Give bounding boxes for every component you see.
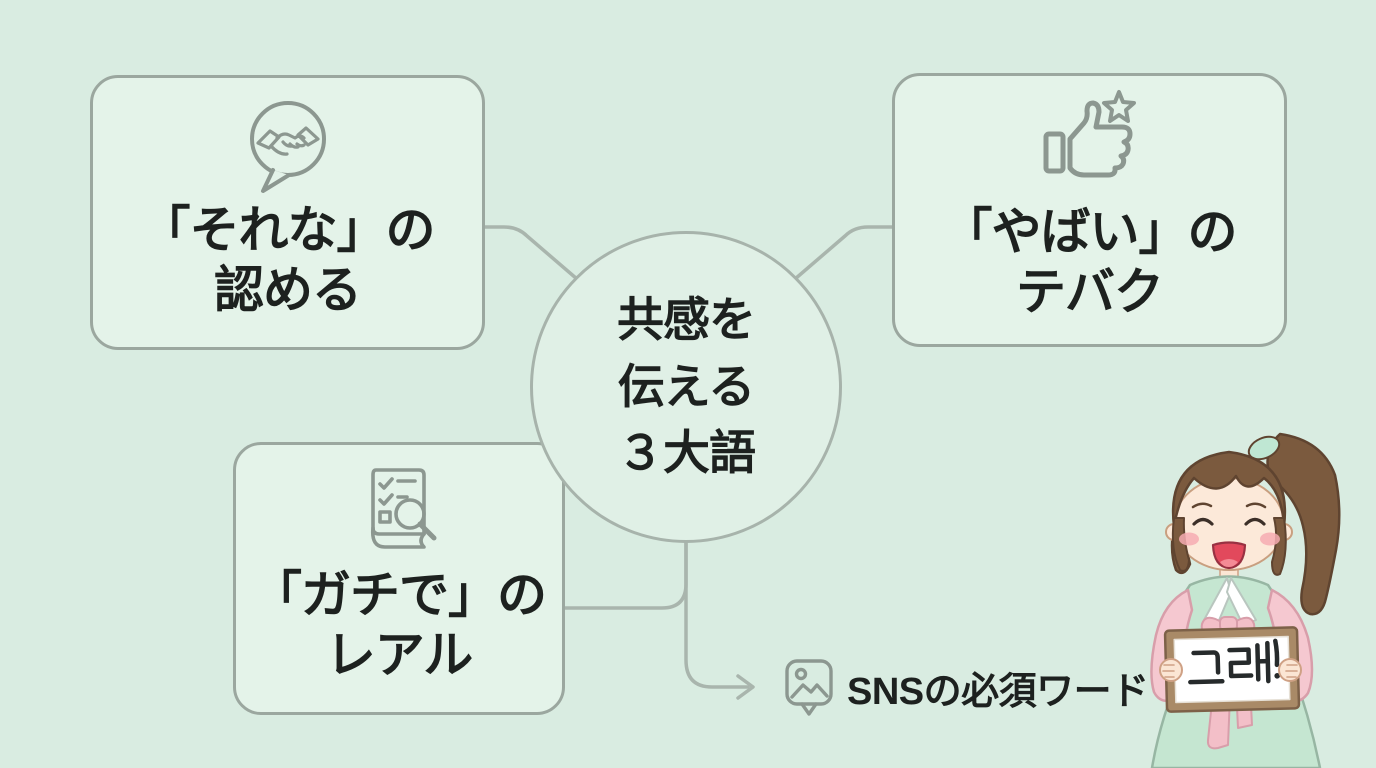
eyebrow-right	[1245, 502, 1267, 509]
connector-center-to-callout	[684, 541, 750, 689]
center-topic-label: 共感を 伝える ３大語	[617, 287, 756, 487]
node-gachide-line2: レアル	[325, 627, 474, 683]
hair-scrunchie	[1247, 435, 1281, 461]
node-yabai: 「やばい」の テバク	[892, 73, 1287, 347]
photo-message-icon	[785, 659, 833, 716]
handshake-speech-bubble-icon	[249, 101, 326, 193]
connector-gachide-to-center	[563, 541, 688, 610]
bangs-hair	[1171, 450, 1287, 528]
arrowhead-icon	[736, 674, 755, 700]
sns-callout-label: SNSの必須ワード	[847, 670, 1149, 713]
node-yabai-line2: テバク	[1016, 264, 1164, 320]
blush-right	[1260, 532, 1280, 546]
center-topic-circle: 共感を 伝える ３大語	[530, 231, 842, 543]
center-topic-line1: 共感を	[617, 292, 756, 346]
hands	[1159, 658, 1302, 682]
node-yabai-label: 「やばい」の テバク	[942, 202, 1238, 322]
node-gachide: 「ガチで」の レアル	[233, 442, 565, 715]
sns-callout: SNSの必須ワード	[784, 658, 1149, 716]
node-sorena-line1: 「それな」の	[140, 202, 436, 258]
node-sorena-label: 「それな」の 認める	[140, 200, 436, 320]
node-sorena-line2: 認める	[214, 262, 362, 318]
connector-yabai-to-center	[793, 225, 894, 281]
node-yabai-line1: 「やばい」の	[942, 204, 1238, 260]
center-topic-line3: ３大語	[617, 426, 756, 480]
blush-left	[1179, 532, 1199, 546]
sign-board	[1163, 626, 1301, 713]
eyebrow-left	[1191, 502, 1213, 509]
tongue	[1220, 559, 1238, 567]
node-gachide-label: 「ガチで」の レアル	[252, 565, 547, 685]
eye-left	[1192, 517, 1214, 526]
center-topic-line2: 伝える	[617, 359, 756, 413]
sign-text	[1188, 638, 1280, 685]
checklist-magnifier-icon	[370, 468, 437, 549]
thumbs-up-star-icon	[1043, 90, 1136, 178]
node-gachide-line1: 「ガチで」の	[252, 567, 547, 623]
eye-right	[1244, 517, 1266, 526]
node-sorena: 「それな」の 認める	[90, 75, 485, 350]
connector-sorena-to-center	[483, 225, 579, 281]
ponytail-hair	[1266, 432, 1341, 616]
hanbok-girl-illustration	[1150, 432, 1341, 768]
